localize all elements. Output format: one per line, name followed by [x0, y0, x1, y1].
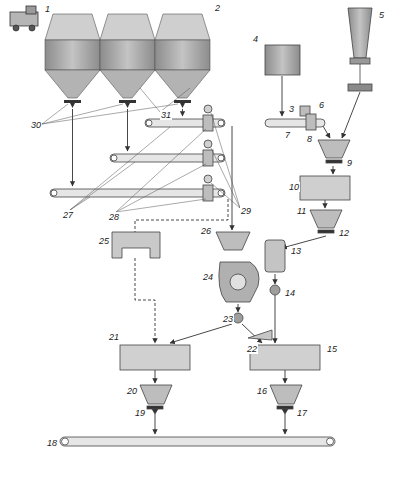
leader-lines	[42, 88, 240, 212]
callout-number: 25	[98, 236, 110, 246]
callout-number: 17	[296, 408, 308, 418]
callout-number: 22	[246, 344, 258, 354]
callout-number: 29	[240, 206, 252, 216]
callout-number: 8	[306, 134, 313, 144]
belt-conveyors	[50, 105, 225, 201]
callout-number: 5	[378, 10, 385, 20]
storage-bunkers	[45, 14, 210, 98]
locomotive	[10, 6, 38, 31]
callout-number: 2	[214, 3, 221, 13]
callout-number: 28	[108, 212, 120, 222]
callout-number: 9	[346, 158, 353, 168]
callout-number: 21	[108, 332, 120, 342]
flow-arrows	[73, 76, 361, 434]
callout-number: 7	[284, 130, 291, 140]
bunker-feeders	[64, 100, 191, 108]
callout-number: 30	[30, 120, 42, 130]
callout-number: 13	[290, 246, 302, 256]
callout-number: 31	[160, 110, 172, 120]
callout-number: 27	[62, 210, 74, 220]
crushing-equipment	[112, 232, 272, 340]
callout-number: 18	[46, 438, 58, 448]
callout-number: 12	[338, 228, 350, 238]
callout-number: 16	[256, 386, 268, 396]
additive-line	[265, 8, 372, 295]
callout-number: 3	[288, 104, 295, 114]
callout-number: 19	[134, 408, 146, 418]
callout-number: 6	[318, 100, 325, 110]
callout-number: 1	[44, 4, 51, 14]
callout-number: 20	[126, 386, 138, 396]
callout-number: 11	[296, 206, 307, 216]
callout-number: 15	[326, 344, 338, 354]
batching-equipment	[60, 345, 335, 446]
callout-number: 14	[284, 288, 296, 298]
callout-number: 23	[222, 314, 234, 324]
callout-number: 24	[202, 272, 214, 282]
callout-number: 26	[200, 226, 212, 236]
callout-number: 4	[252, 34, 259, 44]
callout-number: 10	[288, 182, 300, 192]
